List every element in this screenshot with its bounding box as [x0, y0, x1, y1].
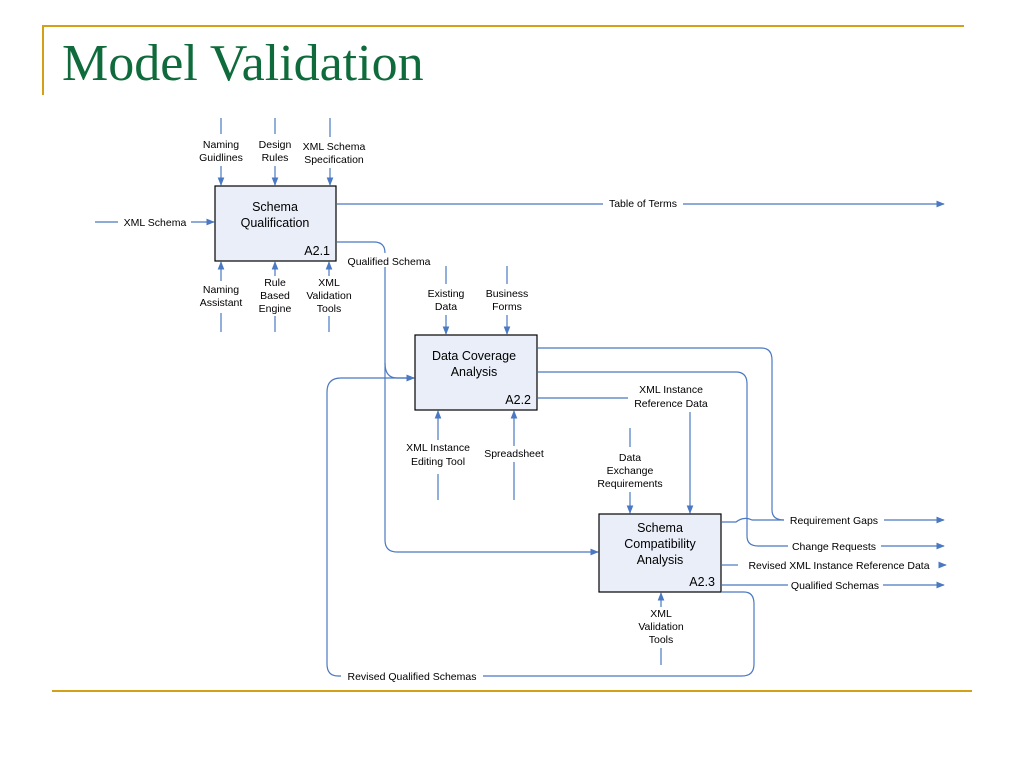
xml-instance-editing-tool-label-1: XML Instance — [406, 442, 470, 454]
activity-a23-name-line-1: Schema — [637, 521, 683, 535]
xml-instance-ref-data-label-1: XML Instance — [639, 384, 703, 396]
revised-xml-ref-data-label: Revised XML Instance Reference Data — [748, 560, 929, 572]
footer-divider-rule — [52, 690, 972, 692]
activity-a22-name-line-2: Analysis — [451, 365, 498, 379]
data-exchange-req-label-3: Requirements — [597, 478, 662, 490]
activity-a22-name-line-1: Data Coverage — [432, 349, 516, 363]
business-forms-label-1: Business — [486, 288, 529, 300]
naming-guidlines-label-1: Naming — [203, 139, 239, 151]
xml-schema-spec-label-1: XML Schema — [303, 141, 366, 153]
xml-validation-tools-2-label-1: XML — [650, 608, 672, 620]
activity-box-a23 — [598, 513, 722, 593]
xml-validation-tools-1-label-2: Validation — [306, 290, 351, 302]
revised-qualified-schemas-wire-right — [483, 591, 755, 677]
change-requests-label: Change Requests — [792, 541, 876, 553]
revised-qualified-schemas-label: Revised Qualified Schemas — [348, 671, 477, 683]
spreadsheet-label: Spreadsheet — [484, 448, 544, 460]
design-rules-label-1: Design — [259, 139, 292, 151]
naming-assistant-label-2: Assistant — [200, 297, 243, 309]
xml-schema-label: XML Schema — [124, 217, 187, 229]
qualified-schema-label: Qualified Schema — [348, 256, 431, 268]
naming-assistant-label-1: Naming — [203, 284, 239, 296]
xml-instance-editing-tool-label-2: Editing Tool — [411, 456, 465, 468]
qualified-schema-to-a23-arrow — [384, 363, 599, 556]
activity-a23-name-line-2: Compatibility — [624, 537, 696, 551]
activity-a21-id: A2.1 — [304, 244, 330, 258]
business-forms-label-2: Forms — [492, 301, 522, 313]
requirement-gaps-label: Requirement Gaps — [790, 515, 878, 527]
title-accent-horizontal-rule — [42, 25, 964, 27]
qualified-schema-to-a22-arrow — [337, 241, 415, 382]
data-exchange-req-label-1: Data — [619, 452, 641, 464]
existing-data-label-1: Existing — [428, 288, 465, 300]
rule-based-engine-label-2: Based — [260, 290, 290, 302]
qualified-schema-label-bg — [340, 253, 436, 267]
activity-a23-name-line-3: Analysis — [637, 553, 684, 567]
activity-a23-id: A2.3 — [689, 575, 715, 589]
revised-qualified-schemas-arrow — [326, 374, 415, 677]
xml-schema-spec-label-2: Specification — [304, 154, 364, 166]
naming-guidlines-label-2: Guidlines — [199, 152, 243, 164]
a22-requirement-gaps-wire — [538, 347, 785, 521]
xml-validation-tools-1-label-1: XML — [318, 277, 340, 289]
qualified-schemas-label: Qualified Schemas — [791, 580, 879, 592]
rule-based-engine-label-3: Engine — [259, 303, 292, 315]
slide-title: Model Validation — [62, 35, 424, 92]
xml-validation-tools-2-label-3: Tools — [649, 634, 674, 646]
xml-validation-tools-2-label-2: Validation — [638, 621, 683, 633]
activity-a22-id: A2.2 — [505, 393, 531, 407]
activity-a21-name-line-2: Qualification — [241, 216, 310, 230]
title-accent-vertical-rule — [42, 25, 44, 95]
activity-box-a22 — [414, 334, 538, 411]
xml-validation-tools-1-label-3: Tools — [317, 303, 342, 315]
xml-instance-ref-data-label-2: Reference Data — [634, 398, 708, 410]
activity-a21-name-line-1: Schema — [252, 200, 298, 214]
a23-requirement-gaps-wire — [722, 517, 784, 523]
design-rules-label-2: Rules — [262, 152, 289, 164]
a22-change-requests-wire — [538, 371, 759, 547]
activity-box-a21 — [214, 185, 337, 262]
data-exchange-req-label-2: Exchange — [607, 465, 654, 477]
table-of-terms-label: Table of Terms — [609, 198, 677, 210]
rule-based-engine-label-1: Rule — [264, 277, 286, 289]
existing-data-label-2: Data — [435, 301, 457, 313]
